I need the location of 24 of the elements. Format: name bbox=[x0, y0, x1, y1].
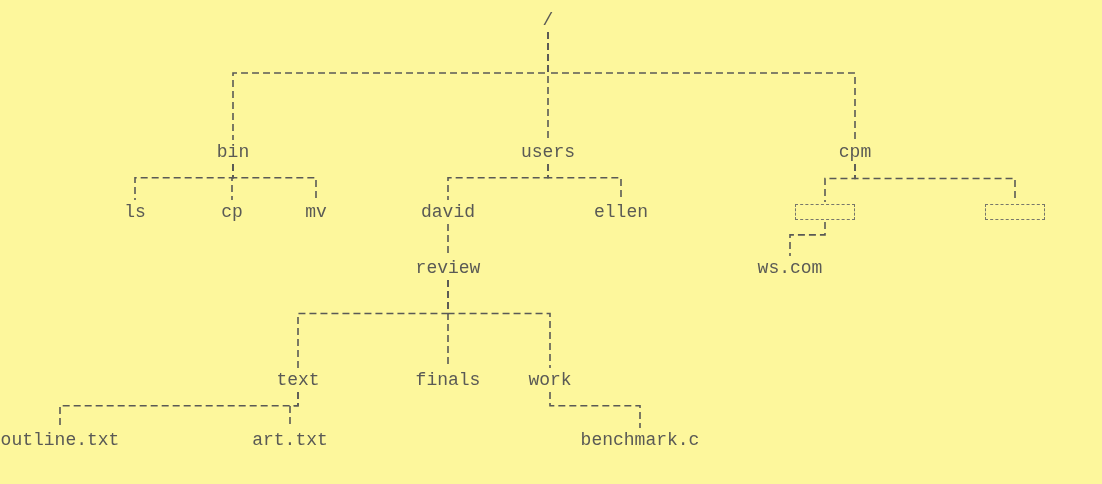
tree-connector bbox=[232, 163, 317, 201]
directory-name: bin bbox=[216, 142, 250, 162]
directory-name: cpm bbox=[838, 142, 872, 162]
directory-name: work bbox=[528, 370, 572, 390]
directory-name: outline.txt bbox=[0, 430, 120, 450]
directory-name: benchmark.c bbox=[580, 430, 700, 450]
tree-connector bbox=[547, 31, 856, 141]
directory-name: users bbox=[521, 142, 575, 162]
directory-name: finals bbox=[415, 370, 481, 390]
directory-name: text bbox=[276, 370, 320, 390]
directory-name: ellen bbox=[594, 202, 648, 222]
blank-node bbox=[985, 204, 1045, 220]
directory-name: david bbox=[421, 202, 475, 222]
directory-name: cp bbox=[221, 202, 243, 222]
tree-connector bbox=[789, 221, 826, 257]
tree-connector bbox=[549, 391, 641, 429]
directory-name: review bbox=[415, 258, 481, 278]
directory-name: ls bbox=[124, 202, 146, 222]
directory-name: ws.com bbox=[757, 258, 823, 278]
directory-name: art.txt bbox=[252, 430, 328, 450]
blank-node bbox=[795, 204, 855, 220]
directory-name: / bbox=[542, 10, 554, 30]
directory-name: mv bbox=[305, 202, 327, 222]
tree-connector bbox=[447, 279, 551, 369]
